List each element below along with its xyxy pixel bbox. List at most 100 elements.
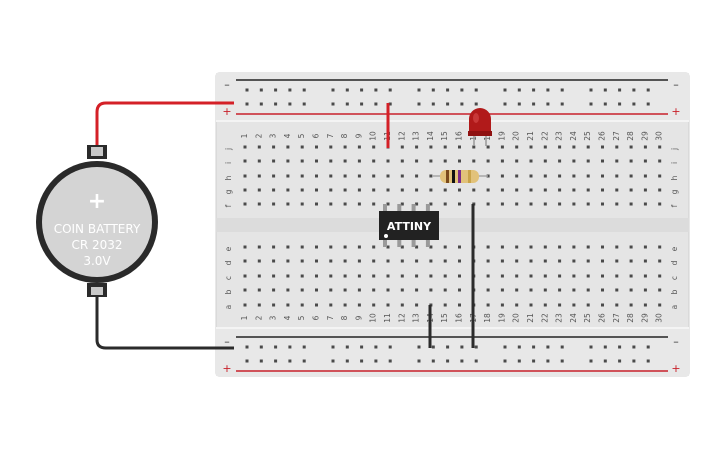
hole[interactable]: [243, 202, 247, 206]
hole[interactable]: [302, 345, 306, 349]
hole[interactable]: [288, 345, 292, 349]
hole[interactable]: [431, 102, 435, 106]
hole[interactable]: [343, 245, 347, 249]
hole[interactable]: [486, 288, 490, 292]
hole[interactable]: [331, 345, 335, 349]
hole[interactable]: [429, 259, 433, 263]
hole[interactable]: [458, 245, 461, 249]
battery-plus-wire[interactable]: [95, 101, 234, 145]
red-led[interactable]: [468, 108, 492, 146]
hole[interactable]: [357, 174, 361, 178]
hole[interactable]: [472, 145, 476, 149]
hole[interactable]: [288, 102, 292, 106]
hole[interactable]: [558, 245, 562, 249]
hole[interactable]: [560, 345, 564, 349]
hole[interactable]: [329, 259, 333, 263]
hole[interactable]: [589, 88, 593, 92]
hole[interactable]: [415, 259, 419, 263]
hole[interactable]: [257, 288, 261, 292]
hole[interactable]: [400, 288, 404, 292]
hole[interactable]: [446, 102, 450, 106]
hole[interactable]: [546, 88, 550, 92]
hole[interactable]: [429, 188, 433, 192]
hole[interactable]: [546, 345, 550, 349]
hole[interactable]: [515, 274, 519, 278]
hole[interactable]: [372, 245, 376, 249]
hole[interactable]: [515, 202, 519, 206]
hole[interactable]: [257, 259, 261, 263]
hole[interactable]: [388, 345, 392, 349]
hole[interactable]: [286, 145, 290, 149]
hole[interactable]: [586, 188, 590, 192]
hole[interactable]: [543, 259, 547, 263]
hole[interactable]: [632, 359, 636, 363]
hole[interactable]: [274, 345, 278, 349]
hole[interactable]: [431, 88, 435, 92]
hole[interactable]: [329, 274, 333, 278]
hole[interactable]: [572, 288, 576, 292]
hole[interactable]: [601, 174, 604, 178]
hole[interactable]: [243, 259, 247, 263]
hole[interactable]: [643, 202, 647, 206]
hole[interactable]: [601, 145, 604, 149]
hole[interactable]: [288, 359, 292, 363]
hole[interactable]: [331, 88, 335, 92]
hole[interactable]: [343, 202, 347, 206]
hole[interactable]: [572, 188, 576, 192]
hole[interactable]: [515, 245, 519, 249]
hole[interactable]: [486, 188, 490, 192]
hole[interactable]: [658, 188, 662, 192]
hole[interactable]: [429, 274, 433, 278]
hole[interactable]: [503, 102, 507, 106]
hole[interactable]: [386, 259, 390, 263]
hole[interactable]: [272, 159, 276, 163]
hole[interactable]: [443, 303, 447, 307]
hole[interactable]: [601, 245, 604, 249]
hole[interactable]: [486, 159, 490, 163]
hole[interactable]: [532, 88, 536, 92]
hole[interactable]: [315, 245, 318, 249]
hole[interactable]: [343, 259, 347, 263]
hole[interactable]: [257, 245, 261, 249]
hole[interactable]: [586, 159, 590, 163]
hole[interactable]: [343, 159, 347, 163]
hole[interactable]: [615, 303, 619, 307]
hole[interactable]: [443, 202, 447, 206]
hole[interactable]: [386, 174, 390, 178]
hole[interactable]: [388, 88, 392, 92]
hole[interactable]: [643, 159, 647, 163]
hole[interactable]: [386, 274, 390, 278]
hole[interactable]: [472, 188, 476, 192]
hole[interactable]: [603, 345, 607, 349]
hole[interactable]: [443, 274, 447, 278]
hole[interactable]: [586, 274, 590, 278]
hole[interactable]: [629, 259, 633, 263]
hole[interactable]: [272, 188, 276, 192]
hole[interactable]: [601, 202, 604, 206]
hole[interactable]: [615, 202, 619, 206]
hole[interactable]: [629, 174, 633, 178]
hole[interactable]: [529, 259, 533, 263]
hole[interactable]: [632, 345, 636, 349]
hole[interactable]: [372, 202, 376, 206]
hole[interactable]: [372, 174, 376, 178]
hole[interactable]: [558, 303, 562, 307]
hole[interactable]: [243, 303, 247, 307]
hole[interactable]: [357, 274, 361, 278]
hole[interactable]: [629, 245, 633, 249]
hole[interactable]: [300, 274, 304, 278]
hole[interactable]: [386, 288, 390, 292]
hole[interactable]: [515, 303, 519, 307]
hole[interactable]: [586, 288, 590, 292]
hole[interactable]: [357, 159, 361, 163]
hole[interactable]: [415, 174, 419, 178]
hole[interactable]: [429, 288, 433, 292]
hole[interactable]: [643, 188, 647, 192]
hole[interactable]: [615, 174, 619, 178]
hole[interactable]: [243, 188, 247, 192]
hole[interactable]: [343, 145, 347, 149]
hole[interactable]: [357, 245, 361, 249]
hole[interactable]: [286, 202, 290, 206]
hole[interactable]: [543, 174, 547, 178]
hole[interactable]: [257, 303, 261, 307]
